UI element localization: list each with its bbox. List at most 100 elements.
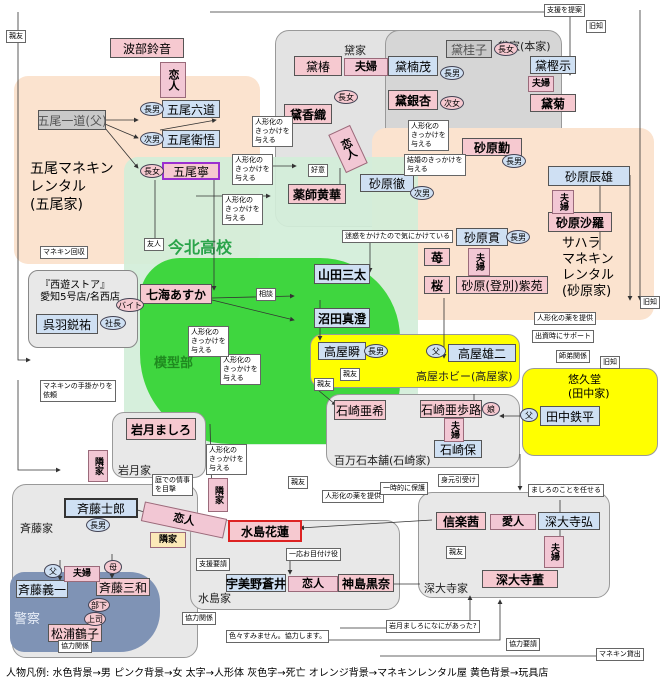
note-mannequin-clue: マネキンの手掛かりを 依頼: [40, 380, 116, 402]
pill-nanami-parttime: バイト: [116, 298, 144, 312]
node-tou-kusu[interactable]: 黛楠茂: [388, 56, 438, 76]
node-ishizaki-tamotsu[interactable]: 石崎保: [434, 440, 482, 458]
node-takaya-shun[interactable]: 高屋瞬: [318, 342, 366, 360]
group-label-tou: 黛家: [344, 44, 366, 57]
rel-ishizaki-couple: 夫婦: [444, 418, 464, 442]
note-trigger-5: 人形化の きっかけを 与える: [188, 326, 229, 357]
note-trigger-7: 人形化の きっかけを 与える: [252, 116, 293, 147]
rel-friend-nanami: 友人: [144, 238, 164, 251]
note-chaperone: 一応お目付け役: [286, 548, 341, 561]
node-tou-kijuu[interactable]: 黛樫示: [530, 56, 576, 74]
node-numata[interactable]: 沼田真澄: [314, 308, 370, 328]
pill-matsuura-boss: 上司: [84, 612, 106, 626]
pill-tou-second-daughter: 次女: [440, 96, 464, 110]
note-old-acquaintance-2: 旧知: [600, 356, 620, 369]
group-label-mizushima: 水島家: [198, 592, 231, 605]
node-momo[interactable]: 苺: [424, 248, 450, 266]
node-umino[interactable]: 宇美野蒼井: [226, 574, 286, 592]
note-trouble-concern: 迷惑をかけたので気にかけている: [342, 230, 453, 243]
node-tou-ginkyo[interactable]: 黛銀杏: [388, 90, 438, 110]
group-label-goo: 五尾マネキン レンタル (五尾家): [30, 161, 114, 213]
node-goo-ichido[interactable]: 五尾一道(父): [37, 110, 107, 130]
pill-tou-eldest-daughter: 長女: [334, 90, 358, 104]
rel-hatori-rokudou: 恋人: [160, 62, 186, 98]
group-label-shindai: 深大寺家: [424, 582, 468, 595]
node-hatori[interactable]: 波部鈴音: [110, 38, 184, 58]
note-support-proposal: 支援を提案: [544, 4, 585, 17]
node-iwatsuki-mashiro[interactable]: 岩月ましろ: [126, 418, 196, 440]
node-ishizaki-asuji[interactable]: 石崎亜歩路: [420, 400, 482, 418]
pill-goo-daughter: 長女: [140, 164, 164, 178]
node-sahara-shion[interactable]: 砂原(登別)紫苑: [456, 276, 548, 294]
group-label-yuukyu: 悠久堂 (田中家): [568, 373, 610, 400]
note-old-acquaintance: 旧知: [586, 20, 606, 33]
node-saito-shirou[interactable]: 斉藤士郎: [64, 498, 138, 518]
note-cooperation-1: 協力関係: [182, 612, 216, 625]
group-label-police: 警察: [14, 612, 41, 627]
node-kurehashi[interactable]: 呉羽鋭祐: [36, 314, 98, 334]
node-tou-kiku[interactable]: 黛菊: [530, 94, 576, 112]
node-mizushima-karen[interactable]: 水島花蓮: [228, 520, 302, 542]
note-close-friend-3: 親友: [446, 546, 466, 559]
group-label-takaya: 高屋ホビー(高屋家): [416, 370, 513, 383]
node-tou-keiko[interactable]: 黛桂子: [446, 40, 492, 58]
node-tou-tsubaki[interactable]: 黛椿: [294, 56, 342, 76]
pill-ishizaki-daughter: 娘: [482, 402, 500, 416]
rel-tou-main-couple: 夫婦: [528, 76, 554, 92]
node-sahara-tatsuo[interactable]: 砂原辰雄: [548, 166, 630, 186]
pill-keiko-eldest-daughter: 長女: [494, 42, 518, 56]
note-support-request: 支援要請: [196, 558, 230, 571]
group-label-iwatsuki: 岩月家: [118, 464, 151, 477]
node-kamishima[interactable]: 神島黒奈: [338, 574, 394, 592]
node-goo-eigo[interactable]: 五尾衛悟: [162, 130, 220, 148]
note-garden-affair: 庭での情事 を目撃: [152, 474, 193, 496]
rel-consult: 相談: [256, 288, 276, 301]
rel-saito-mizushima-neighbor: 隣家: [150, 532, 186, 548]
node-shinraku[interactable]: 信楽茜: [436, 512, 486, 530]
note-mannequin-lending: マネキン貸出: [596, 648, 644, 661]
node-shindai-kaoru[interactable]: 深大寺董: [482, 570, 558, 588]
node-saito-miwa[interactable]: 斉藤三和: [96, 578, 150, 596]
note-close-friend-top: 親友: [6, 30, 26, 43]
note-affection: 好意: [308, 164, 328, 177]
note-marriage-trigger: 結婚のきっかけを 与える: [404, 154, 466, 176]
rel-sahara-couple: 夫婦: [552, 190, 574, 214]
node-store-name[interactable]: 『西遊ストア』 愛知5号店/名西店: [40, 280, 120, 303]
node-ishizaki-aki[interactable]: 石崎亜希: [334, 400, 386, 420]
node-shindai-kouko[interactable]: 深大寺弘: [538, 512, 600, 530]
pill-goo-second: 次男: [140, 132, 164, 146]
node-matsuura[interactable]: 松浦鶴子: [48, 624, 102, 642]
node-goo-mikoto[interactable]: 五尾寧: [162, 162, 220, 180]
node-tou-kogane[interactable]: 黛香織: [284, 104, 332, 124]
node-goo-rokudou[interactable]: 五尾六道: [162, 100, 220, 118]
note-mannequin-recovery: マネキン回収: [40, 246, 88, 259]
rel-shinraku-shindai: 愛人: [490, 514, 536, 530]
note-trigger-2: 人形化の きっかけを 与える: [222, 194, 263, 225]
group-label-school: 今北高校: [168, 238, 233, 257]
node-tanaka[interactable]: 田中鉄平: [540, 406, 600, 426]
pill-tanaka-father: 父: [520, 408, 538, 422]
rel-saito-couple: 夫婦: [64, 566, 100, 582]
note-close-friend-4: 親友: [288, 476, 308, 489]
rel-umino-kamishima: 恋人: [288, 576, 338, 592]
pill-sahara-tsutomu: 長男: [502, 154, 526, 168]
note-trigger-4: 人形化の きっかけを 与える: [220, 354, 261, 385]
pill-takaya-shun: 長男: [364, 344, 388, 358]
node-yakushiji[interactable]: 薬師黄華: [288, 184, 346, 204]
node-takaya-yuuji[interactable]: 高屋雄二: [448, 344, 516, 362]
node-sahara-tsutomu[interactable]: 砂原勤: [462, 138, 522, 156]
node-saito-yoshikazu[interactable]: 斉藤義一: [16, 580, 68, 598]
node-yamada[interactable]: 山田三太: [314, 264, 370, 284]
pill-saito-shirou: 長男: [86, 518, 110, 532]
node-sahara-tetsu[interactable]: 砂原徹: [360, 174, 414, 192]
node-nanami[interactable]: 七海あすか: [140, 284, 212, 304]
pill-sahara-tetsu: 次男: [410, 186, 434, 200]
node-sahara-saori[interactable]: 砂原沙羅: [548, 212, 612, 232]
node-sakura[interactable]: 桜: [424, 276, 450, 294]
note-cooperation-2: 協力関係: [58, 640, 92, 653]
pill-saito-subordinate: 部下: [88, 598, 110, 612]
note-close-friend-2: 親友: [314, 378, 334, 391]
node-sahara-kan[interactable]: 砂原貫: [456, 228, 508, 246]
note-trigger-3: 人形化の きっかけを 与える: [408, 120, 449, 151]
